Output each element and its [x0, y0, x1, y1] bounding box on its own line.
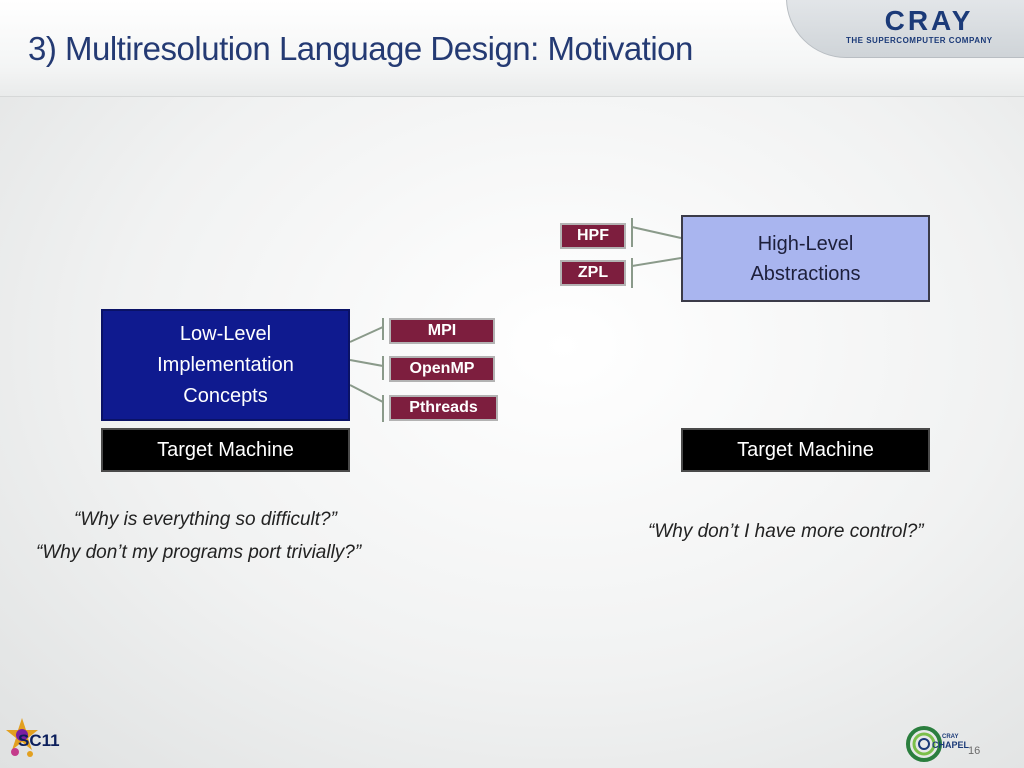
- tag-zpl: ZPL: [560, 260, 626, 286]
- sc11-logo: SC11: [6, 718, 60, 757]
- cray-logo: CRAY: [885, 6, 974, 34]
- slide-title: 3) Multiresolution Language Design: Moti…: [28, 30, 693, 67]
- tag-mpi: MPI: [389, 318, 495, 344]
- sc11-text: SC11: [18, 731, 60, 750]
- high-level-abstractions-box: High-Level Abstractions: [681, 215, 930, 302]
- sc11-star-icon: [6, 718, 38, 757]
- cray-logo-tagline: THE SUPERCOMPUTER COMPANY: [846, 36, 993, 45]
- target-machine-right: Target Machine: [681, 428, 930, 472]
- low-level-line3: Concepts: [183, 384, 268, 407]
- page-number: 16: [968, 745, 981, 757]
- cray-logo-background: [786, 0, 1024, 58]
- tag-hpf: HPF: [560, 223, 626, 249]
- low-level-concepts-box: Low-Level Implementation Concepts: [101, 309, 350, 421]
- high-level-line2: Abstractions: [750, 262, 861, 285]
- chapel-text: CHAPEL: [932, 740, 970, 750]
- connector-openmp: [349, 359, 384, 367]
- connector-pthreads: [349, 384, 384, 403]
- low-level-line1: Low-Level: [179, 322, 272, 345]
- connector-hpf: [631, 226, 682, 239]
- connector-zpl: [631, 257, 682, 267]
- connector-mpi: [349, 326, 384, 343]
- target-machine-left: Target Machine: [101, 428, 350, 472]
- chapel-logo: CRAY CHAPEL: [906, 726, 970, 762]
- chapel-swirl-icon: [906, 726, 942, 762]
- quote-difficult: “Why is everything so difficult?”: [74, 509, 337, 530]
- low-level-line2: Implementation: [157, 353, 294, 376]
- tag-pthreads: Pthreads: [389, 395, 498, 421]
- quote-control: “Why don’t I have more control?”: [648, 521, 924, 542]
- chapel-cray-text: CRAY: [942, 734, 958, 740]
- tag-openmp: OpenMP: [389, 356, 495, 382]
- cray-logo-text: CRAY: [885, 6, 974, 34]
- quote-port: “Why don’t my programs port trivially?”: [36, 542, 362, 563]
- high-level-line1: High-Level: [757, 232, 854, 255]
